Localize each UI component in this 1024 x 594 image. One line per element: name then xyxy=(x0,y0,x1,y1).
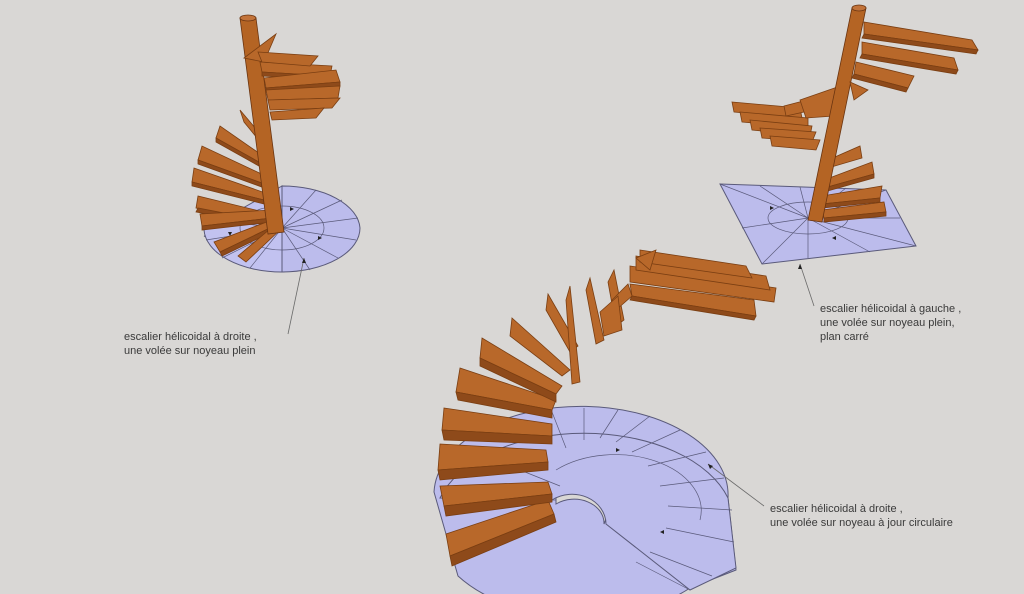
spiral-staircase-right-solid-newel xyxy=(191,14,361,335)
annotation-line: une volée sur noyeau à jour circulaire xyxy=(770,517,953,529)
newel-post xyxy=(807,4,867,223)
newel-post xyxy=(239,14,285,235)
annotation-line: escalier hélicoidal à droite , xyxy=(770,503,903,515)
treads xyxy=(191,109,281,263)
annotation-center: escalier hélicoidal à droite , une volée… xyxy=(770,502,953,530)
spiral-staircase-right-open-well xyxy=(433,249,777,594)
leader-line xyxy=(287,257,305,335)
spiral-staircase-left-square-plan xyxy=(719,4,979,307)
leader-line xyxy=(707,463,765,507)
annotation-line: escalier hélicoidal à droite , xyxy=(124,331,257,343)
annotation-left: escalier hélicoidal à droite , une volée… xyxy=(124,330,257,358)
annotation-right: escalier hélicoidal à gauche , une volée… xyxy=(820,302,961,344)
annotation-line: une volée sur noyeau plein, xyxy=(820,317,955,329)
annotation-line: une volée sur noyeau plein xyxy=(124,345,256,357)
annotation-line: plan carré xyxy=(820,331,869,343)
annotation-line: escalier hélicoidal à gauche , xyxy=(820,303,962,315)
leader-line xyxy=(799,263,815,307)
